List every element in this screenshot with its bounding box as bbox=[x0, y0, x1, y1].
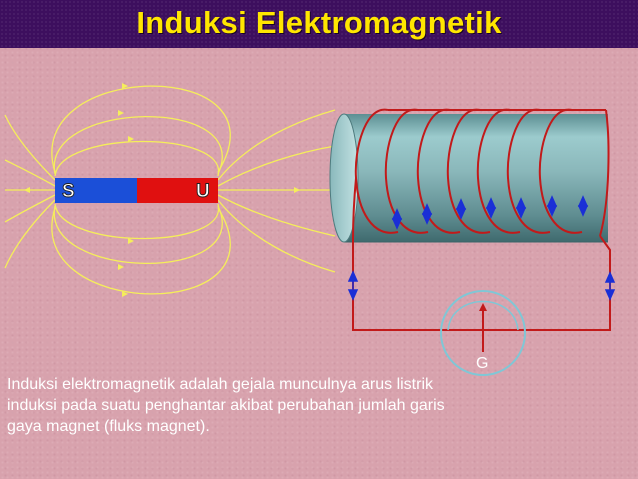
field-arrow bbox=[128, 238, 134, 244]
current-arrow bbox=[577, 195, 589, 217]
field-line bbox=[54, 140, 219, 177]
field-line bbox=[217, 109, 336, 181]
current-arrow bbox=[546, 195, 558, 217]
coil-loop bbox=[538, 108, 583, 234]
field-line bbox=[4, 199, 56, 269]
title-bar: Induksi Elektromagnetik bbox=[0, 0, 638, 48]
coil-right-end bbox=[599, 109, 610, 237]
field-line-arrows bbox=[24, 83, 300, 297]
coil-loop bbox=[384, 108, 429, 234]
coil-loop bbox=[476, 108, 521, 234]
current-arrow bbox=[421, 203, 433, 225]
current-arrow bbox=[515, 197, 527, 219]
galvanometer-inner-arc bbox=[447, 300, 519, 331]
current-arrows bbox=[347, 195, 616, 301]
caption-text: Induksi elektromagnetik adalah gejala mu… bbox=[7, 374, 607, 437]
current-arrow bbox=[485, 197, 497, 219]
caption-line: gaya magnet (fluks magnet). bbox=[7, 418, 210, 435]
field-line bbox=[51, 85, 231, 173]
caption-line: induksi pada suatu penghantar akibat per… bbox=[7, 397, 445, 414]
bar-magnet: S U bbox=[55, 178, 218, 203]
galvanometer-label: G bbox=[476, 355, 488, 372]
field-lines bbox=[4, 85, 336, 295]
coil-core bbox=[329, 113, 608, 243]
field-arrow bbox=[122, 83, 128, 89]
field-arrow bbox=[122, 291, 128, 297]
magnet-south-label: S bbox=[62, 181, 75, 202]
current-arrow bbox=[347, 270, 359, 301]
field-line bbox=[217, 199, 336, 273]
field-line bbox=[53, 205, 223, 265]
core-end-cap bbox=[329, 113, 359, 243]
current-arrow bbox=[391, 208, 403, 230]
field-arrow bbox=[118, 264, 124, 270]
magnet-south-pole bbox=[55, 178, 137, 203]
current-arrow bbox=[455, 198, 467, 220]
field-line bbox=[217, 145, 336, 187]
left-lead-wire bbox=[352, 177, 483, 331]
field-line bbox=[53, 115, 223, 175]
slide-title: Induksi Elektromagnetik bbox=[136, 5, 502, 40]
field-line bbox=[4, 194, 56, 223]
coil-loop bbox=[416, 108, 461, 234]
caption-line: Induksi elektromagnetik adalah gejala mu… bbox=[7, 376, 433, 393]
field-arrow bbox=[128, 136, 134, 142]
coil-loop bbox=[506, 108, 551, 234]
current-arrow bbox=[604, 271, 616, 301]
field-line bbox=[51, 207, 231, 295]
field-arrow bbox=[118, 110, 124, 116]
right-lead-wire bbox=[483, 235, 611, 331]
galvanometer: G bbox=[440, 290, 526, 376]
galvanometer-dial bbox=[440, 290, 526, 376]
field-line bbox=[217, 194, 336, 237]
field-line bbox=[4, 159, 56, 187]
field-arrow bbox=[294, 187, 300, 193]
field-line bbox=[4, 114, 56, 181]
field-line bbox=[54, 203, 219, 240]
magnet-north-pole bbox=[137, 178, 218, 203]
coil-loop bbox=[446, 108, 491, 234]
magnet-north-label: U bbox=[196, 181, 210, 202]
coil-windings bbox=[354, 108, 610, 237]
galvanometer-needle-tip bbox=[479, 303, 487, 311]
field-arrow bbox=[24, 187, 30, 193]
core-body bbox=[344, 114, 608, 242]
